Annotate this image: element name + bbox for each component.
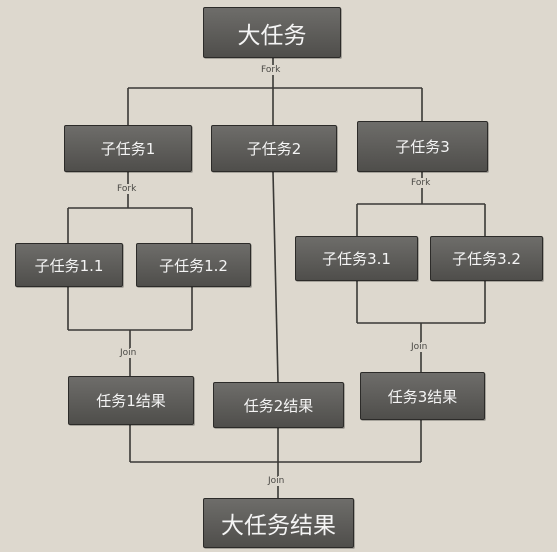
node-root: 大任务 xyxy=(203,7,341,58)
node-sub3-1: 子任务3.1 xyxy=(295,236,418,281)
fork-label-root: Fork xyxy=(260,65,282,75)
node-sub1-1: 子任务1.1 xyxy=(15,243,123,287)
node-sub3-2: 子任务3.2 xyxy=(430,236,543,281)
connector-sub2-down xyxy=(272,171,279,383)
node-sub1: 子任务1 xyxy=(64,125,192,172)
fork-label-sub3: Fork xyxy=(410,178,432,188)
node-final: 大任务结果 xyxy=(203,498,354,548)
node-sub2: 子任务2 xyxy=(211,125,337,172)
join-label-final: Join xyxy=(267,476,286,486)
node-sub1-2: 子任务1.2 xyxy=(136,243,251,287)
node-result2: 任务2结果 xyxy=(213,382,344,428)
node-result1: 任务1结果 xyxy=(68,376,194,425)
fork-label-sub1: Fork xyxy=(116,184,138,194)
join-label-sub3: Join xyxy=(410,342,429,352)
node-result3: 任务3结果 xyxy=(360,372,485,420)
join-label-sub1: Join xyxy=(119,348,138,358)
node-sub3: 子任务3 xyxy=(357,121,488,172)
